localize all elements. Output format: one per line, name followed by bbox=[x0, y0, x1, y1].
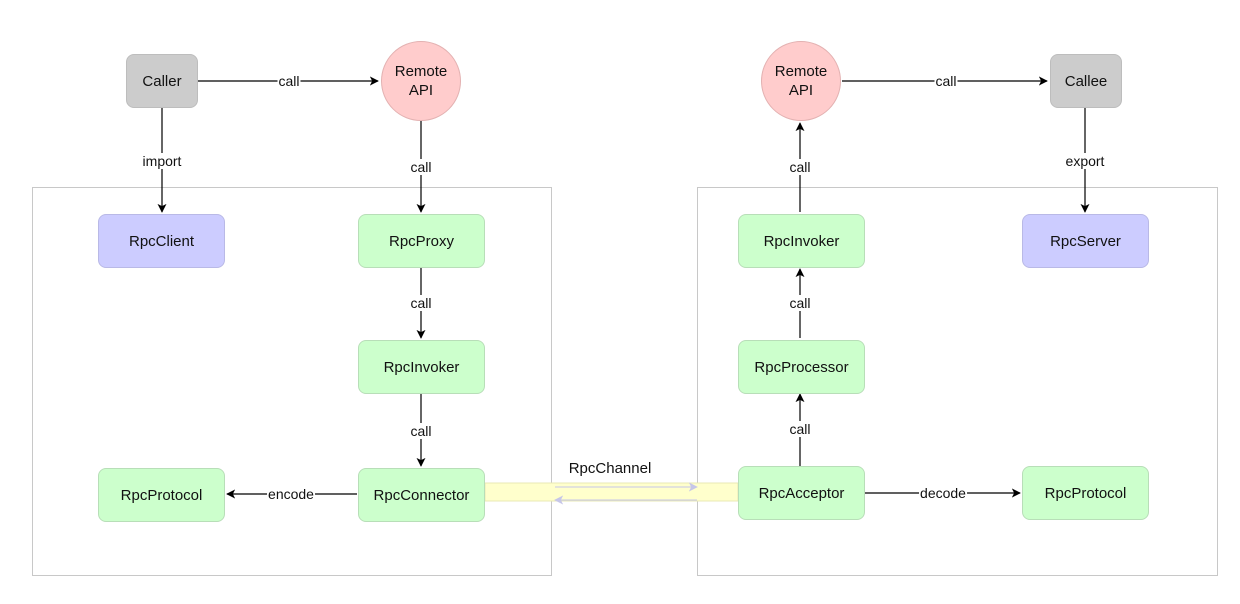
edge-label-connector-encode: encode bbox=[267, 486, 315, 502]
rpc-server-label: RpcServer bbox=[1050, 232, 1121, 250]
caller-node: Caller bbox=[126, 54, 198, 108]
remote-api-right-line2: API bbox=[788, 82, 814, 99]
edge-label-processor-to-invoker: call bbox=[788, 295, 812, 311]
rpc-acceptor-label: RpcAcceptor bbox=[758, 484, 845, 502]
rpc-invoker-right-node: RpcInvoker bbox=[738, 214, 865, 268]
client-side-frame bbox=[32, 187, 552, 576]
callee-node: Callee bbox=[1050, 54, 1122, 108]
rpc-invoker-right-label: RpcInvoker bbox=[763, 232, 840, 250]
rpc-protocol-left-label: RpcProtocol bbox=[120, 486, 203, 504]
rpc-connector-label: RpcConnector bbox=[373, 486, 470, 504]
rpc-proxy-node: RpcProxy bbox=[358, 214, 485, 268]
rpc-channel-label: RpcChannel bbox=[568, 460, 652, 477]
rpc-processor-node: RpcProcessor bbox=[738, 340, 865, 394]
rpc-acceptor-node: RpcAcceptor bbox=[738, 466, 865, 520]
rpc-protocol-left-node: RpcProtocol bbox=[98, 468, 225, 522]
edge-label-api-to-proxy: call bbox=[409, 159, 433, 175]
rpc-protocol-right-node: RpcProtocol bbox=[1022, 466, 1149, 520]
remote-api-left-line2: API bbox=[408, 82, 434, 99]
rpc-client-node: RpcClient bbox=[98, 214, 225, 268]
rpc-proxy-label: RpcProxy bbox=[388, 232, 455, 250]
callee-label: Callee bbox=[1064, 72, 1108, 90]
caller-label: Caller bbox=[142, 72, 182, 90]
edge-label-invoker-to-connector: call bbox=[409, 423, 433, 439]
remote-api-node-right: Remote API bbox=[761, 41, 841, 121]
edge-label-api-to-callee: call bbox=[934, 73, 958, 89]
rpc-protocol-right-label: RpcProtocol bbox=[1044, 484, 1127, 502]
server-side-frame bbox=[697, 187, 1218, 576]
edge-label-acceptor-to-processor: call bbox=[788, 421, 812, 437]
remote-api-left-line1: Remote bbox=[394, 63, 448, 80]
edge-label-invoker-to-api: call bbox=[788, 159, 812, 175]
rpc-channel-band bbox=[484, 482, 739, 502]
rpc-invoker-left-label: RpcInvoker bbox=[383, 358, 460, 376]
rpc-invoker-left-node: RpcInvoker bbox=[358, 340, 485, 394]
edge-label-caller-import: import bbox=[141, 153, 183, 169]
edge-label-callee-export: export bbox=[1064, 153, 1106, 169]
rpc-client-label: RpcClient bbox=[128, 232, 195, 250]
remote-api-right-line1: Remote bbox=[774, 63, 828, 80]
edge-label-caller-to-api: call bbox=[277, 73, 301, 89]
rpc-server-node: RpcServer bbox=[1022, 214, 1149, 268]
edge-label-proxy-to-invoker: call bbox=[409, 295, 433, 311]
rpc-connector-node: RpcConnector bbox=[358, 468, 485, 522]
remote-api-node-left: Remote API bbox=[381, 41, 461, 121]
edge-label-acceptor-decode: decode bbox=[919, 485, 967, 501]
rpc-processor-label: RpcProcessor bbox=[754, 358, 849, 376]
